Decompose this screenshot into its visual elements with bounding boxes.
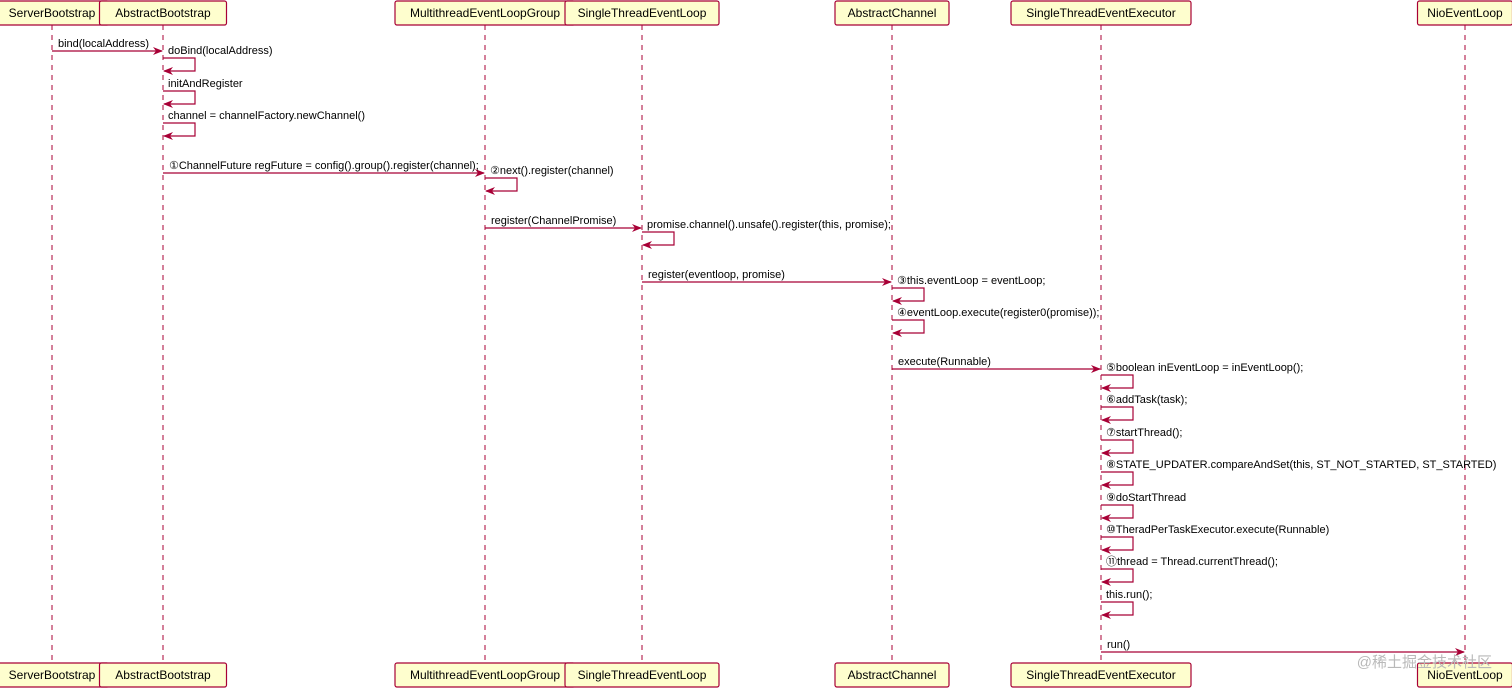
message: channel = channelFactory.newChannel(): [163, 110, 365, 140]
self-message-arrow: [1101, 536, 1134, 554]
participant-box-top: AbstractChannel: [834, 0, 950, 26]
message: ⑤boolean inEventLoop = inEventLoop();: [1101, 362, 1303, 392]
participant-box-bottom: SingleThreadEventExecutor: [1010, 662, 1192, 688]
message: register(eventloop, promise): [642, 269, 892, 286]
participant-rect: [1416, 0, 1512, 26]
participant-label: AbstractBootstrap: [115, 6, 211, 20]
message-label: ⑧STATE_UPDATER.compareAndSet(this, ST_NO…: [1106, 459, 1496, 471]
participant-box-top: SingleThreadEventExecutor: [1010, 0, 1192, 26]
message-label: channel = channelFactory.newChannel(): [168, 110, 365, 122]
participant-label: SingleThreadEventLoop: [578, 6, 707, 20]
message: run(): [1101, 639, 1465, 656]
message: ⑧STATE_UPDATER.compareAndSet(this, ST_NO…: [1101, 459, 1496, 489]
message-label: initAndRegister: [168, 78, 243, 90]
participant-box-top: MultithreadEventLoopGroup: [394, 0, 576, 26]
self-message-arrow: [163, 57, 196, 75]
message: ⑪thread = Thread.currentThread();: [1101, 555, 1278, 586]
message-label: this.run();: [1106, 589, 1152, 601]
message: ③this.eventLoop = eventLoop;: [892, 275, 1045, 305]
message: ④eventLoop.execute(register0(promise));: [892, 307, 1099, 337]
participant-box-top: SingleThreadEventLoop: [564, 0, 720, 26]
participant-rect: [564, 0, 720, 26]
participant-box-bottom: MultithreadEventLoopGroup: [394, 662, 576, 688]
self-message-arrow: [1101, 471, 1134, 489]
self-message-arrow: [163, 90, 196, 108]
message-label: ④eventLoop.execute(register0(promise));: [897, 307, 1099, 319]
message: ⑥addTask(task);: [1101, 394, 1187, 424]
participant-box-top: ServerBootstrap: [0, 0, 110, 26]
participant-label: NioEventLoop: [1427, 668, 1503, 682]
self-message-arrow: [485, 177, 518, 195]
message-label: ⑤boolean inEventLoop = inEventLoop();: [1106, 362, 1303, 374]
message: ⑦startThread();: [1101, 427, 1183, 457]
message-label: execute(Runnable): [898, 356, 991, 368]
message-label: ⑨doStartThread: [1106, 492, 1186, 504]
message-label: register(ChannelPromise): [491, 215, 616, 227]
self-message-arrow: [163, 122, 196, 140]
participant-rect: [564, 662, 720, 688]
participant-label: ServerBootstrap: [9, 6, 96, 20]
participant-box-bottom: SingleThreadEventLoop: [564, 662, 720, 688]
self-message-arrow: [1101, 504, 1134, 522]
message-label: ⑦startThread();: [1106, 427, 1183, 439]
message-label: ⑩TheradPerTaskExecutor.execute(Runnable): [1106, 524, 1329, 536]
self-message-arrow: [1101, 568, 1134, 586]
participant-label: ServerBootstrap: [9, 668, 96, 682]
message: ⑨doStartThread: [1101, 492, 1186, 522]
message: ①ChannelFuture regFuture = config().grou…: [163, 160, 485, 177]
self-message-arrow: [642, 231, 675, 249]
message: ⑩TheradPerTaskExecutor.execute(Runnable): [1101, 524, 1329, 554]
message: doBind(localAddress): [163, 45, 273, 75]
self-message-arrow: [892, 319, 925, 337]
message-label: ①ChannelFuture regFuture = config().grou…: [169, 160, 479, 172]
participant-rect: [1010, 662, 1192, 688]
participant-box-bottom: AbstractChannel: [834, 662, 950, 688]
participant-rect: [98, 662, 228, 688]
participant-label: MultithreadEventLoopGroup: [410, 6, 560, 20]
participant-box-top: NioEventLoop: [1416, 0, 1512, 26]
message: bind(localAddress): [52, 38, 163, 55]
participant-rect: [98, 0, 228, 26]
message: ②next().register(channel): [485, 165, 614, 195]
participant-box-top: AbstractBootstrap: [98, 0, 228, 26]
participant-label: SingleThreadEventExecutor: [1026, 668, 1175, 682]
message-label: register(eventloop, promise): [648, 269, 785, 281]
message-label: run(): [1107, 639, 1130, 651]
participant-rect: [834, 0, 950, 26]
message: initAndRegister: [163, 78, 243, 108]
participant-label: AbstractChannel: [848, 668, 937, 682]
message-label: ⑥addTask(task);: [1106, 394, 1187, 406]
participant-rect: [834, 662, 950, 688]
participant-label: SingleThreadEventLoop: [578, 668, 707, 682]
participant-label: SingleThreadEventExecutor: [1026, 6, 1175, 20]
message: this.run();: [1101, 589, 1152, 619]
participant-label: AbstractChannel: [848, 6, 937, 20]
message: register(ChannelPromise): [485, 215, 642, 232]
self-message-arrow: [892, 287, 925, 305]
participant-label: NioEventLoop: [1427, 6, 1503, 20]
message-label: promise.channel().unsafe().register(this…: [647, 219, 891, 231]
message-label: bind(localAddress): [58, 38, 149, 50]
message-label: ②next().register(channel): [490, 165, 614, 177]
self-message-arrow: [1101, 439, 1134, 457]
self-message-arrow: [1101, 601, 1134, 619]
participant-box-bottom: ServerBootstrap: [0, 662, 110, 688]
watermark-text: @稀土掘金技术社区: [1357, 654, 1492, 671]
message-label: doBind(localAddress): [168, 45, 273, 57]
self-message-arrow: [1101, 374, 1134, 392]
message-label: ③this.eventLoop = eventLoop;: [897, 275, 1045, 287]
participant-box-bottom: NioEventLoop: [1416, 662, 1512, 688]
participant-box-bottom: AbstractBootstrap: [98, 662, 228, 688]
message: execute(Runnable): [892, 356, 1101, 373]
participant-rect: [1010, 0, 1192, 26]
self-message-arrow: [1101, 406, 1134, 424]
message: promise.channel().unsafe().register(this…: [642, 219, 891, 249]
participant-rect: [1416, 662, 1512, 688]
participant-label: AbstractBootstrap: [115, 668, 211, 682]
message-label: ⑪thread = Thread.currentThread();: [1106, 555, 1278, 568]
participant-label: MultithreadEventLoopGroup: [410, 668, 560, 682]
